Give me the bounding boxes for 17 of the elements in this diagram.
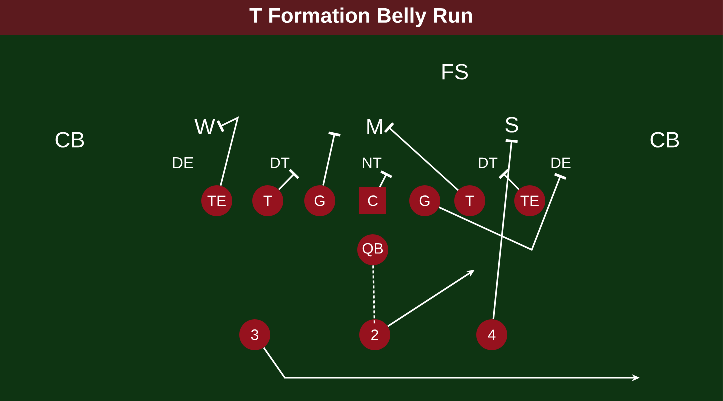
player-label: CB (650, 132, 680, 148)
block-line (322, 132, 341, 186)
center-square: C (360, 187, 386, 214)
player-label: M (368, 119, 382, 135)
player-label: NT (363, 158, 382, 168)
player-label: DE (173, 157, 194, 168)
player-label: W (194, 119, 216, 135)
player-label: DE (552, 158, 571, 168)
player-label: FS (442, 64, 468, 80)
player-label: DT (271, 158, 290, 168)
title-bar: T Formation Belly Run (0, 0, 723, 35)
player-label: DT (479, 158, 498, 168)
handoff-line (372, 266, 376, 325)
player-label: S (506, 117, 518, 133)
player-label: CB (56, 132, 84, 148)
block-line (492, 139, 518, 320)
block-line (278, 169, 300, 190)
